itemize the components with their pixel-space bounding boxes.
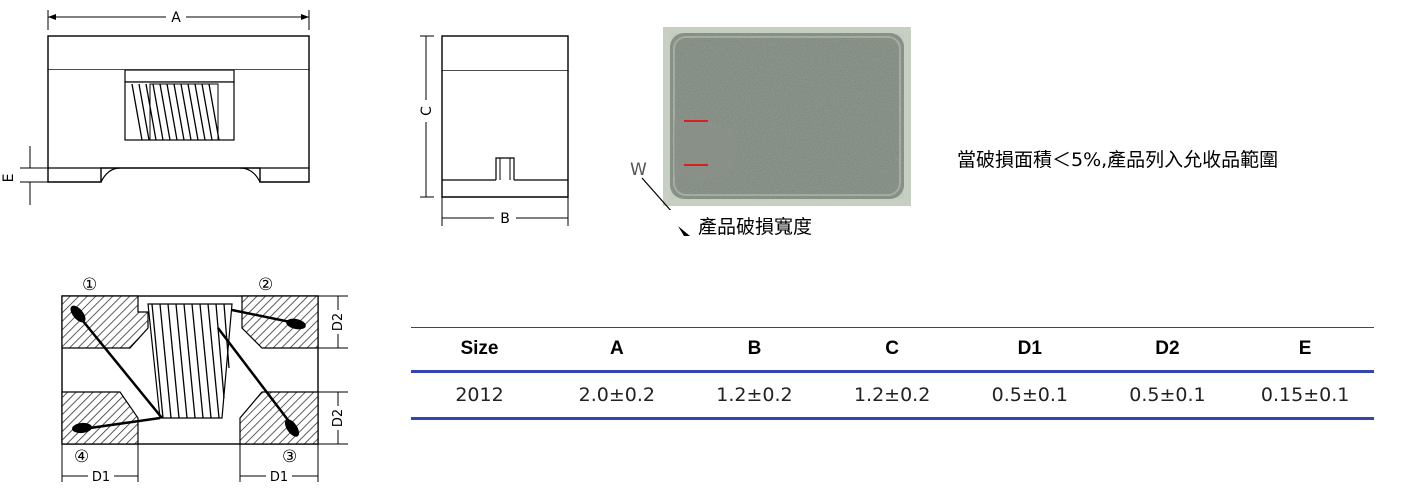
header-e: E [1236,327,1374,373]
acceptance-note: 當破損面積＜5%,產品列入允收品範圍 [957,149,1279,171]
dim-b-label: B [500,211,510,227]
pad-2-label: ② [258,275,273,295]
cell-e: 0.15±0.1 [1236,371,1374,420]
damage-width-label: 產品破損寬度 [698,216,813,238]
cell-d2: 0.5±0.1 [1098,371,1237,420]
dim-c-label: C [419,106,435,116]
cell-a: 2.0±0.2 [548,371,686,420]
dim-d1-label-left: D1 [92,470,110,485]
dim-d2-label-bottom: D2 [331,409,346,427]
end-view-drawing: C B [419,35,569,227]
dim-a-label: A [171,10,181,26]
header-size: Size [411,327,548,373]
width-w-label: W [630,160,647,180]
cell-size: 2012 [411,371,548,420]
header-c: C [823,327,961,373]
table-header-row: Size A B C D1 D2 E [411,327,1374,373]
dimension-table: Size A B C D1 D2 E 2012 2.0±0.2 1.2±0.2 … [411,327,1374,420]
bottom-view-drawing: ① ② ④ ③ D2 D2 D1 D1 [61,275,348,485]
table-row: 2012 2.0±0.2 1.2±0.2 1.2±0.2 0.5±0.1 0.5… [411,371,1374,420]
cell-c: 1.2±0.2 [823,371,961,420]
dim-d2-label-top: D2 [331,313,346,331]
header-d1: D1 [960,327,1099,373]
dim-e-label: E [1,174,17,183]
pad-4-label: ④ [74,447,89,467]
cell-b: 1.2±0.2 [685,371,824,420]
cell-d1: 0.5±0.1 [960,371,1099,420]
pointer-arrowhead [678,226,690,236]
header-a: A [548,327,686,373]
pad-3-label: ③ [282,447,297,467]
header-b: B [685,327,824,373]
side-view-drawing: A E [1,10,310,205]
pad-1-label: ① [82,275,97,295]
header-d2: D2 [1098,327,1237,373]
dim-d1-label-right: D1 [270,470,288,485]
electrode-photo: W [630,27,911,210]
